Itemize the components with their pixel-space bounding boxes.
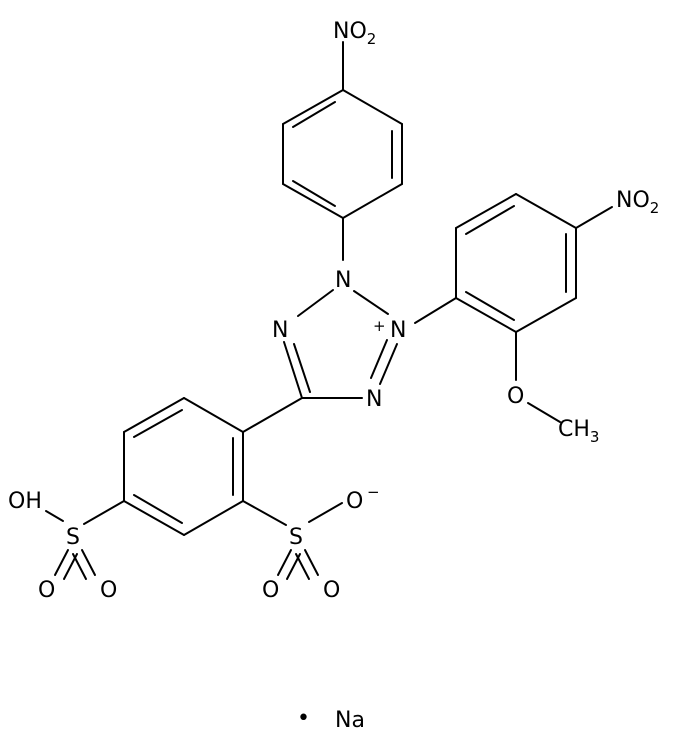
atom-n2: N — [335, 268, 351, 293]
sulfo-group-left — [45, 500, 125, 580]
atom-o-left-a: O — [38, 578, 55, 603]
no2-right-label: NO2 — [616, 188, 659, 217]
atom-oh: OH — [8, 489, 42, 514]
atom-n4: N — [366, 387, 382, 412]
bottom-phenyl-ring — [123, 397, 244, 536]
bond-o-ch3 — [527, 402, 561, 423]
counterion-label: Na — [335, 708, 365, 733]
no2-top-label: NO2 — [333, 19, 376, 48]
atom-o-right-b: O — [323, 578, 340, 603]
atom-o-left-b: O — [100, 578, 117, 603]
sulfo-group-right — [242, 500, 343, 580]
ch3-label: CH3 — [558, 417, 599, 446]
bond-right-no2 — [575, 206, 613, 229]
tetrazolium-ring — [283, 289, 398, 399]
top-phenyl-ring — [282, 89, 403, 219]
bond-c5-ring — [242, 397, 303, 433]
right-phenyl-ring — [455, 193, 577, 333]
counterion-bullet: • — [297, 706, 310, 731]
atom-n1: N — [272, 318, 288, 343]
atom-s-left: S — [66, 525, 80, 550]
n3-charge: + — [373, 317, 386, 335]
atom-n3: N — [390, 318, 406, 343]
atom-o-methoxy: O — [507, 384, 524, 409]
o-minus-charge: − — [367, 483, 380, 501]
atom-o-right-a: O — [262, 578, 279, 603]
atom-o-minus: O — [346, 489, 363, 514]
bond-n3-ring — [414, 297, 457, 324]
atom-s-right: S — [289, 525, 303, 550]
